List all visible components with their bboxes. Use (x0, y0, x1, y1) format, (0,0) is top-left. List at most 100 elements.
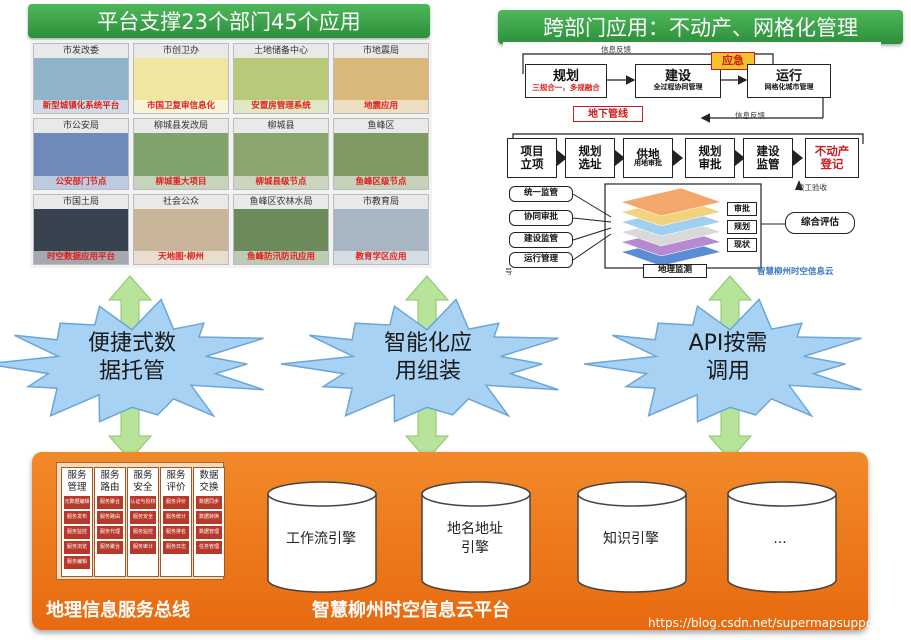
bus-column: 数据 交换数据同步数据转换数据管理任务管理 (193, 467, 225, 577)
build-title: 建设 (664, 69, 691, 84)
engine-1-label: 工作流引擎 (286, 531, 356, 547)
app-tile: 土地储备中心安置房管理系统 (233, 43, 329, 115)
app-name-label: 天地图·柳州 (134, 251, 228, 264)
burst-shape (280, 298, 559, 423)
step-box: 建设 监管 (743, 138, 793, 178)
app-tile: 社会公众天地图·柳州 (133, 193, 229, 265)
bus-column-head: 数据 交换 (199, 470, 219, 493)
app-name-label: 教育学区应用 (334, 251, 428, 264)
bus-item: 服务排名 (163, 526, 189, 539)
build-box: 建设 全过程协同管理 (635, 64, 721, 98)
bus-item: 服务监控 (130, 526, 156, 539)
layer-label: 审批 (727, 202, 757, 216)
step-title: 建设 监管 (756, 144, 780, 171)
step-box: 项目 立项 (507, 138, 557, 178)
bus-item: 服务浏览 (64, 541, 90, 554)
app-tile: 鱼峰区鱼峰区级节点 (333, 118, 429, 190)
plan-title: 规划 (552, 68, 579, 84)
layer-label: 现状 (727, 238, 757, 252)
app-grid: 市发改委新型城镇化系统平台市创卫办市国卫复审信息化土地储备中心安置房管理系统市地… (30, 40, 432, 268)
step-arrow (673, 150, 683, 166)
engine-cylinder (727, 481, 837, 593)
app-name-label: 柳城县级节点 (234, 175, 328, 189)
feedback-top-line (522, 53, 774, 74)
left-title-text: 平台支撑23个部门45个应用 (97, 10, 361, 34)
acceptance-label: 竣工验收 (797, 183, 827, 192)
diagram-side-label: 协同审批 (509, 210, 573, 226)
app-dept-label: 市公安局 (34, 119, 128, 134)
platform-label: 智慧柳州时空信息云平台 (312, 600, 510, 621)
diagram-side-label: 统一监管 (509, 186, 573, 202)
bus-item: 服务编辑 (64, 556, 90, 569)
step-title: 供地 (636, 146, 660, 161)
step-box: 不动产 登记 (805, 138, 859, 178)
step-title: 项目 立项 (520, 144, 544, 171)
step-arrow (735, 150, 745, 166)
engine-4-label: ... (773, 531, 787, 547)
bus-item: 服务安全 (130, 511, 156, 524)
run-box: 运行 网格化城市管理 (747, 64, 831, 98)
bus-item: 服务聚合 (97, 496, 123, 509)
plan-sub: 三规合一，多规融合 (532, 83, 600, 93)
app-dept-label: 土地储备中心 (234, 44, 328, 58)
app-tile: 柳城县柳城县级节点 (233, 118, 329, 190)
bus-item: 服务路由 (97, 511, 123, 524)
app-name-label: 市国卫复审信息化 (134, 100, 228, 114)
underground-label: 地下管线 (573, 106, 643, 122)
right-title: 跨部门应用：不动产、网格化管理 (498, 10, 903, 44)
bus-column: 服务 路由服务聚合服务路由服务代理服务聚合 (94, 467, 126, 577)
app-dept-label: 市创卫办 (134, 44, 228, 58)
app-name-label: 鱼峰防汛防讯应用 (234, 251, 328, 264)
step-title: 不动产 登记 (814, 144, 850, 171)
app-dept-label: 社会公众 (134, 194, 228, 209)
app-dept-label: 鱼峰区农林水局 (234, 194, 328, 209)
step-title: 规划 审批 (698, 144, 722, 171)
bus-item: 服务审计 (130, 541, 156, 554)
bus-column-head: 服务 管理 (67, 470, 87, 493)
step-box: 规划 审批 (685, 138, 735, 178)
build-sub: 全过程协同管理 (653, 83, 703, 92)
watermark: https://blog.csdn.net/supermapsupport (648, 616, 883, 630)
bus-item: 服务监控 (64, 526, 90, 539)
eval-box: 综合评估 (785, 212, 855, 234)
step-box: 规划 选址 (565, 138, 615, 178)
bus-column: 服务 管理元数据编辑服务发布服务监控服务浏览服务编辑 (61, 467, 93, 577)
app-name-label: 安置房管理系统 (234, 100, 328, 114)
app-name-label: 柳城重大项目 (134, 175, 228, 189)
app-name-label: 地震应用 (334, 100, 428, 114)
bus-item: 任务管理 (196, 541, 222, 554)
app-dept-label: 市国土局 (34, 194, 128, 209)
engine-cylinder (267, 481, 377, 593)
burst-shape (0, 298, 264, 423)
layer-label: 规划 (727, 220, 757, 234)
engine-cylinder (421, 481, 531, 593)
bus-item: 认证与授权 (130, 496, 156, 509)
monitor-box: 地理监测 (643, 264, 707, 278)
step-title: 规划 选址 (578, 144, 602, 171)
bus-column-head: 服务 安全 (133, 470, 153, 493)
bus-item: 数据同步 (196, 496, 222, 509)
bus-column-head: 服务 评价 (166, 470, 186, 493)
app-dept-label: 市教育局 (334, 194, 428, 209)
app-name-label: 公安部门节点 (34, 175, 128, 189)
run-title: 运行 (775, 69, 802, 84)
app-dept-label: 市地震局 (334, 44, 428, 58)
right-title-text: 跨部门应用：不动产、网格化管理 (543, 16, 858, 40)
app-tile: 鱼峰区农林水局鱼峰防汛防讯应用 (233, 193, 329, 265)
burst-shape (583, 298, 862, 423)
app-name-label: 鱼峰区级节点 (334, 175, 428, 189)
burst-3-text: API按需 调用 (688, 331, 768, 384)
app-tile: 市创卫办市国卫复审信息化 (133, 43, 229, 115)
step-arrow (557, 150, 567, 166)
service-bus-panel: 服务 管理元数据编辑服务发布服务监控服务浏览服务编辑服务 路由服务聚合服务路由服… (56, 462, 225, 580)
engine-3-label: 知识引擎 (603, 531, 659, 547)
run-sub: 网格化城市管理 (764, 83, 814, 92)
burst-2-text: 智能化应 用组装 (383, 331, 472, 384)
bus-item: 服务聚合 (97, 541, 123, 554)
bus-item: 元数据编辑 (64, 496, 90, 509)
diagram-footer: 智慧柳州时空信息云 (757, 267, 834, 277)
engine-2-label: 地名地址 引擎 (447, 521, 503, 556)
left-title: 平台支撑23个部门45个应用 (28, 4, 430, 38)
